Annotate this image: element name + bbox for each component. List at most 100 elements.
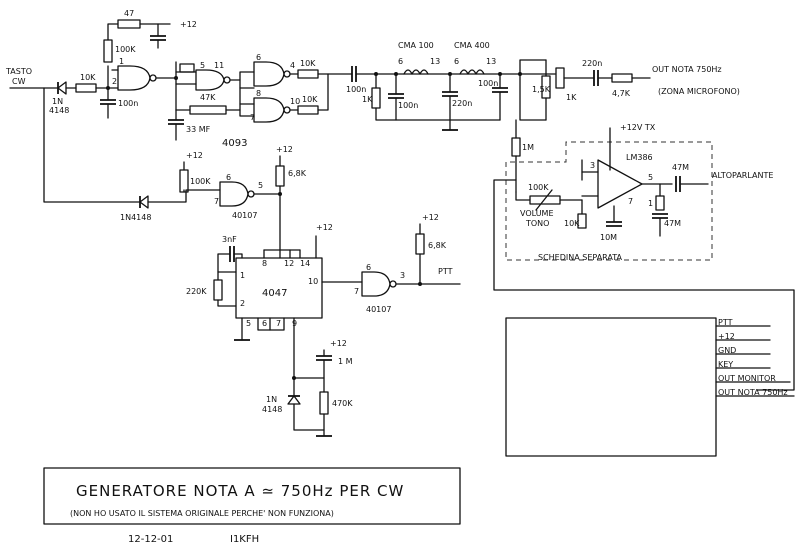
svg-text:4,7K: 4,7K [612,89,631,98]
svg-text:220n: 220n [582,59,602,68]
svg-text:100K: 100K [115,45,136,54]
resistor-1m [511,137,521,157]
nand-gate-4 [253,97,285,123]
svg-text:3nF: 3nF [222,235,237,244]
connector-out-monitor: OUT MONITOR [718,374,776,383]
svg-text:220n: 220n [452,99,472,108]
ic-4093-label: 4093 [222,138,247,149]
resistor-10k-b [297,69,319,79]
resistor-100k-a [103,39,113,63]
svg-text:33 MF: 33 MF [186,125,211,134]
out-nota-label: OUT NOTA 750Hz [652,65,722,74]
trimmer-1k [555,67,565,89]
svg-text:1M: 1M [522,143,534,152]
resistor-6-8k-a [275,165,285,187]
svg-text:1N: 1N [266,395,277,404]
svg-text:2: 2 [240,299,245,308]
svg-text:6,8K: 6,8K [288,169,307,178]
svg-text:10K: 10K [564,219,580,228]
svg-text:1K: 1K [566,93,577,102]
nand-gate-3 [253,61,285,87]
svg-text:+12: +12 [276,145,293,154]
svg-text:1 M: 1 M [338,357,353,366]
svg-text:2: 2 [112,77,117,86]
svg-text:10: 10 [290,97,300,106]
svg-text:CMA 400: CMA 400 [454,41,490,50]
resistor-input-a [179,63,195,73]
title-frame [43,467,461,525]
ic-4047-body [235,257,323,319]
svg-text:7: 7 [354,287,359,296]
connector-labels: PTT +12 GND KEY OUT MONITOR OUT NOTA 750… [718,316,804,400]
resistor-10k [75,83,97,93]
svg-text:100K: 100K [190,177,211,186]
resistor-47k [189,105,227,115]
connector-gnd: GND [718,346,737,355]
enclosure-box [505,317,717,457]
connector-block [505,317,795,457]
title-block: GENERATORE NOTA A ≃ 750Hz PER CW (NON HO… [43,467,461,545]
altoparlante-label: ALTOPARLANTE [712,171,773,180]
svg-text:10: 10 [308,277,318,286]
svg-text:1N4148: 1N4148 [120,213,151,222]
volume-pot [529,195,561,205]
svg-text:4047: 4047 [262,288,287,299]
resistor-4-7k [611,73,633,83]
resistor-470k [319,391,329,415]
zona-label: (ZONA MICROFONO) [658,87,740,96]
tasto-label: TASTO [5,67,32,76]
svg-text:8: 8 [262,259,267,268]
inductor-cma100 [403,69,429,75]
svg-text:14: 14 [300,259,310,268]
diode-d3 [287,395,301,405]
svg-text:6: 6 [262,319,267,328]
filter-network: 100n 1K 100n CMA 100 CMA 400 6 13 6 13 2… [346,41,740,193]
svg-text:PTT: PTT [438,267,453,276]
oscillator-4093: 5 11 6 4 10K 8 7 10 10K 47K 33 MF 40 [168,53,353,149]
svg-text:5: 5 [246,319,251,328]
svg-text:+12: +12 [186,151,203,160]
callsign-label: I1KFH [230,534,259,545]
svg-text:+12: +12 [330,339,347,348]
svg-text:1,5K: 1,5K [532,85,551,94]
date-label: 12-12-01 [128,534,173,545]
svg-text:+12: +12 [316,223,333,232]
svg-text:+12: +12 [180,20,197,29]
resistor-6-8k-b [415,233,425,255]
connector-12v: +12 [718,332,735,341]
resistor-220k [213,279,223,301]
svg-text:6: 6 [226,173,231,182]
svg-text:7: 7 [214,197,219,206]
inductor-cma400 [459,69,485,75]
nand-gate-2 [195,69,225,91]
connector-out-nota: OUT NOTA 750Hz [718,388,788,397]
title-sub: (NON HO USATO IL SISTEMA ORIGINALE PERCH… [70,509,334,518]
svg-text:4148: 4148 [262,405,282,414]
svg-text:6,8K: 6,8K [428,241,447,250]
key-input-section: TASTO CW 1N 4148 10K 100n 100K 47 +12 [5,9,197,119]
resistor-1k-a [371,87,381,109]
svg-text:10K: 10K [302,95,318,104]
svg-text:7: 7 [628,197,633,206]
svg-text:11: 11 [214,61,224,70]
svg-text:LM386: LM386 [626,153,653,162]
connector-ptt: PTT [718,318,733,327]
svg-text:6: 6 [454,57,459,66]
svg-text:8: 8 [256,89,261,98]
svg-text:10K: 10K [300,59,316,68]
svg-text:40107: 40107 [232,211,257,220]
svg-text:1: 1 [119,57,124,66]
svg-text:+12V TX: +12V TX [620,123,656,132]
connector-key: KEY [718,360,734,369]
title-main: GENERATORE NOTA A ≃ 750Hz PER CW [76,482,404,500]
svg-text:10M: 10M [600,233,617,242]
resistor-10k-c [297,105,319,115]
svg-text:47M: 47M [664,219,681,228]
diode-d2 [139,195,149,209]
lm386-amp [597,159,643,209]
svg-text:+12: +12 [422,213,439,222]
svg-text:7: 7 [250,113,255,122]
nand-gate-1 [117,65,151,91]
svg-text:100n: 100n [398,101,418,110]
